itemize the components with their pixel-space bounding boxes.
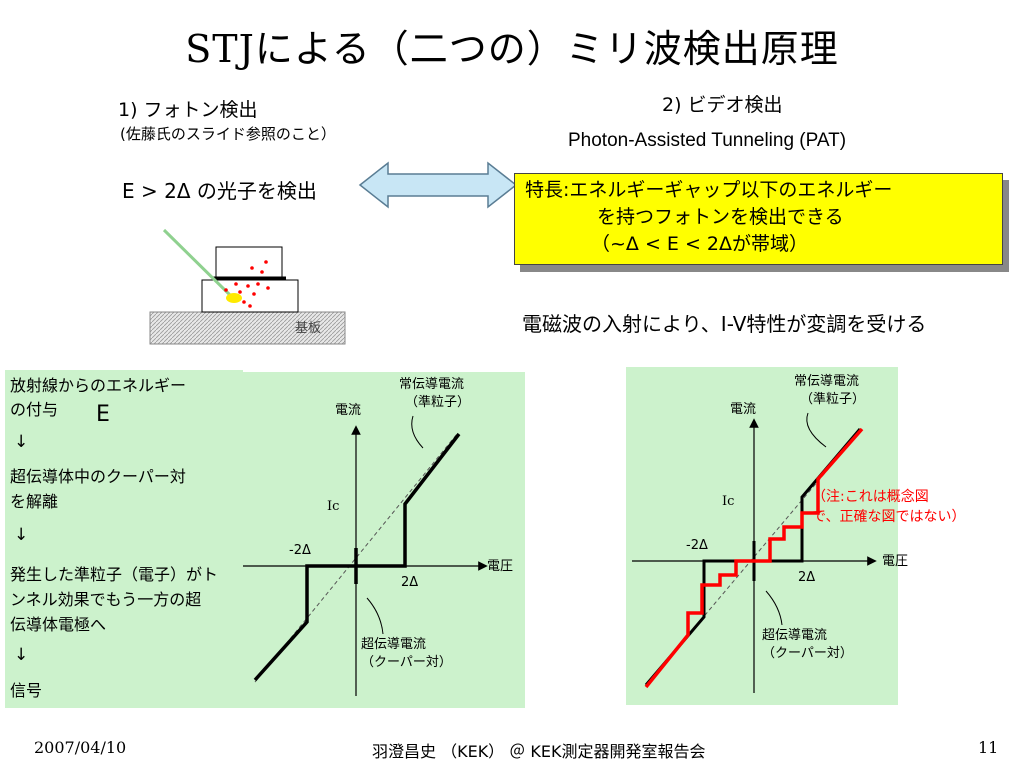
x-label: 電圧	[487, 559, 513, 574]
normal-pointer	[806, 412, 827, 448]
super-pointer	[366, 597, 384, 635]
ohmic-line	[254, 433, 458, 683]
photon-condition: E > 2Δ の光子を検出	[122, 179, 317, 203]
ic-label: Ic	[327, 499, 339, 514]
normal-current-label: 常伝導電流	[794, 374, 859, 389]
step-tunnel-line2: ンネル効果でもう一方の超	[10, 590, 202, 609]
upper-electrode	[215, 246, 283, 278]
down-arrow-icon: ↓	[14, 432, 29, 452]
substrate	[149, 311, 346, 345]
section1-heading: 1) フォトン検出	[118, 99, 258, 121]
step-cooper-line1: 超伝導体中のクーパー対	[10, 467, 186, 486]
feature-line-2: を持つフォトンを検出できる	[597, 206, 844, 228]
absorption-spot	[226, 293, 242, 303]
pat-label: Photon-Assisted Tunneling (PAT)	[568, 130, 847, 151]
energy-symbol: E	[96, 402, 110, 427]
x-label: 電圧	[882, 554, 908, 569]
ic-label: Ic	[722, 494, 734, 509]
normal-current-sub: （準粒子）	[405, 394, 470, 410]
section1-note: (佐藤氏のスライド参照のこと）	[120, 125, 336, 143]
neg-gap-label: -2Δ	[289, 543, 311, 558]
step-energy-line1: 放射線からのエネルギー	[10, 376, 187, 395]
feature-box: 特長:エネルギーギャップ以下のエネルギー を持つフォトンを検出できる （~Δ <…	[514, 173, 1003, 265]
step-signal: 信号	[10, 681, 43, 700]
footer-page-number: 11	[978, 738, 999, 757]
modulation-text: 電磁波の入射により、I-V特性が変調を受ける	[522, 312, 927, 336]
step-tunnel-line3: 伝導体電極へ	[10, 615, 107, 634]
stj-detector-illustration: 基板	[149, 228, 346, 345]
iv-left-panel	[243, 372, 525, 708]
iv-curve-left: 電流 電圧 Ic -2Δ 2Δ 常伝導電流 （準粒子） 超伝導電流 （クーパー対…	[243, 377, 513, 696]
iv-right-panel	[626, 367, 898, 705]
photon-ray	[162, 228, 234, 299]
pos-gap-label: 2Δ	[401, 575, 418, 590]
step-cooper-line2: を解離	[10, 492, 59, 511]
footer-date: 2007/04/10	[34, 738, 127, 757]
down-arrow-icon: ↓	[14, 645, 29, 665]
process-panel	[5, 370, 243, 708]
super-current-label: 超伝導電流	[762, 628, 827, 643]
super-pointer	[765, 590, 783, 626]
substrate-label: 基板	[295, 321, 321, 336]
y-label: 電流	[335, 403, 361, 418]
down-arrow-icon: ↓	[14, 525, 29, 545]
normal-pointer	[411, 415, 424, 449]
neg-gap-label: -2Δ	[686, 538, 708, 553]
slide-title: STJによる（二つの）ミリ波検出原理	[185, 27, 839, 71]
super-current-sub: （クーパー対）	[762, 646, 853, 661]
iv-curve-right: 電流 電圧 Ic -2Δ 2Δ 常伝導電流 （準粒子） 超伝導電流 （クーパー対…	[632, 374, 908, 693]
super-current-sub: （クーパー対）	[361, 655, 452, 670]
y-label: 電流	[730, 402, 756, 417]
concept-note-line2: で、正確な図ではない）	[812, 509, 966, 525]
feature-line-1: 特長:エネルギーギャップ以下のエネルギー	[525, 179, 893, 201]
quasiparticle-dots	[224, 260, 270, 308]
normal-current-label: 常伝導電流	[399, 377, 464, 392]
double-arrow-icon	[358, 161, 518, 209]
footer-author: 羽澄昌史 （KEK） ＠ KEK測定器開発室報告会	[372, 742, 706, 761]
pat-trace	[644, 427, 864, 689]
pos-gap-label: 2Δ	[798, 570, 815, 585]
step-tunnel-line1: 発生した準粒子（電子）がト	[10, 565, 219, 584]
concept-note-line1: （注:これは概念図	[812, 489, 929, 505]
section2-heading: 2) ビデオ検出	[662, 94, 783, 116]
concept-note: （注:これは概念図 で、正確な図ではない）	[812, 487, 965, 527]
super-current-label: 超伝導電流	[361, 637, 426, 652]
normal-current-sub: （準粒子）	[800, 391, 865, 407]
feature-line-3: （~Δ < E < 2Δが帯域）	[591, 233, 809, 255]
step-energy-line2: の付与	[10, 400, 59, 419]
